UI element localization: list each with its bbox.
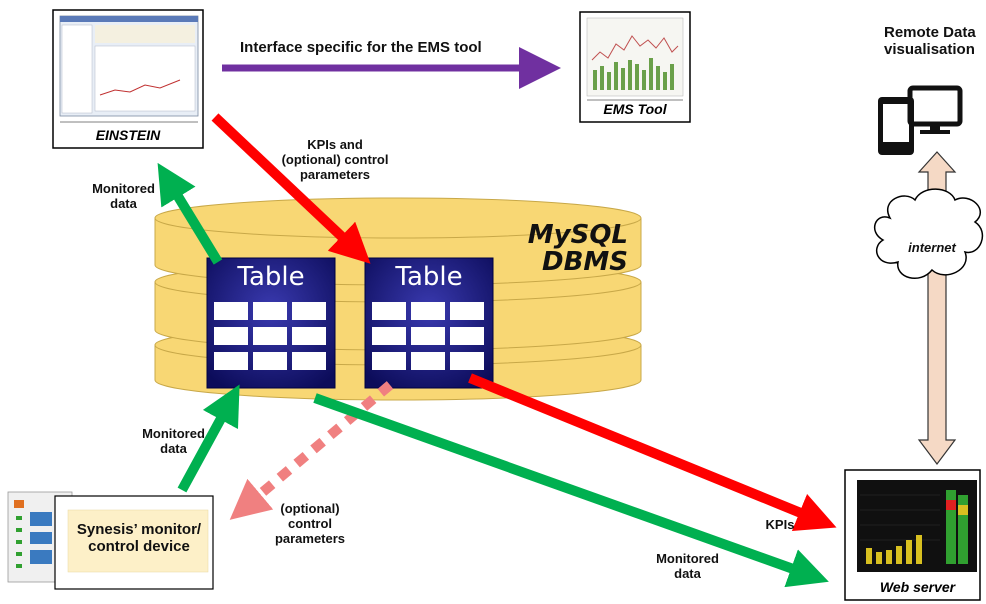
optional-control-arrow xyxy=(229,381,394,520)
mysql-dbms-title: MySQL DBMS xyxy=(500,220,628,278)
einstein-screenshot xyxy=(52,9,204,149)
kpis-label: KPIs xyxy=(765,517,795,532)
kpis-arrow-to-webserver xyxy=(468,373,837,531)
remote-visualisation-label: Remote Data visualisation xyxy=(884,24,976,59)
monitored-arrow-to-einstein xyxy=(157,162,223,265)
web-server-caption: Web server xyxy=(879,579,956,595)
kpi-control-arrow-down xyxy=(211,113,371,264)
mysql-title-line2: DBMS xyxy=(542,247,628,278)
web-server-screenshot xyxy=(844,469,981,601)
monitored-data-label-2: Monitored data xyxy=(142,426,205,456)
ems-tool-caption: EMS Tool xyxy=(603,101,667,117)
interface-label: Interface specific for the EMS tool xyxy=(240,39,482,56)
optional-control-label: (optional) control parameters xyxy=(274,501,346,546)
mysql-title-line1: MySQL xyxy=(527,220,628,250)
table-2-title: Table xyxy=(394,262,462,292)
einstein-caption: EINSTEIN xyxy=(95,127,161,143)
internet-cloud xyxy=(873,188,984,280)
synesis-device xyxy=(7,491,214,590)
table-1-title: Table xyxy=(236,262,304,292)
monitored-arrow-from-synesis xyxy=(177,384,240,493)
monitored-data-label-3: Monitored data xyxy=(656,551,719,581)
table-icon-1: Table xyxy=(206,257,336,389)
internet-label: internet xyxy=(908,240,956,255)
table-icon-2: Table xyxy=(364,257,494,389)
table-2-cells xyxy=(372,302,484,370)
table-1-cells xyxy=(214,302,326,370)
synesis-label: Synesis’ monitor/ control device xyxy=(76,521,202,556)
monitored-arrow-to-webserver xyxy=(313,393,829,588)
ems-tool-screenshot xyxy=(579,11,691,123)
monitored-data-label-1: Monitored data xyxy=(92,181,155,211)
remote-devices-icon xyxy=(878,85,963,155)
kpis-control-label: KPIs and (optional) control parameters xyxy=(281,137,389,182)
